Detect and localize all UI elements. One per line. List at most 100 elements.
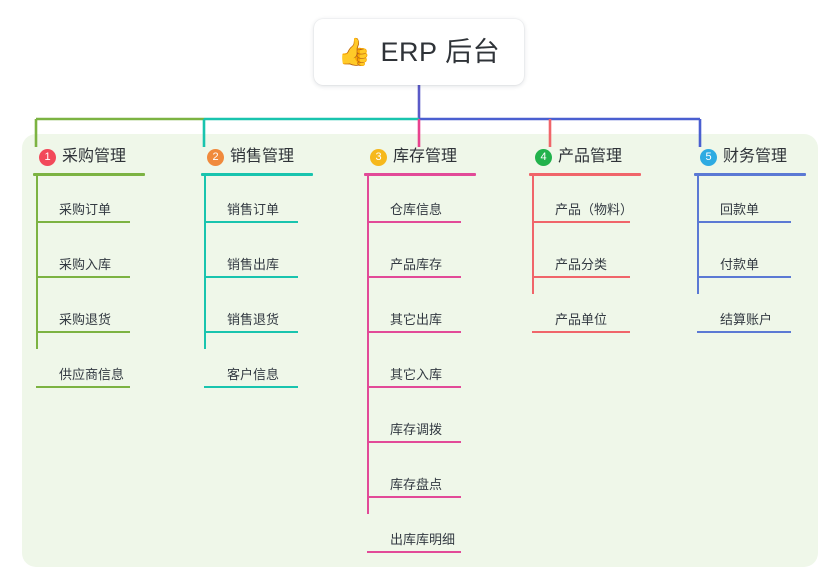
leaf-node-label: 付款单: [720, 257, 760, 272]
leaf-node-label: 结算账户: [720, 312, 773, 327]
branch-number-badge: 3: [370, 148, 387, 166]
branch-items-4: 产品（物料） 产品分类产品单位: [529, 176, 641, 341]
branches-panel: [22, 134, 818, 567]
leaf-node[interactable]: 采购入库: [33, 231, 145, 286]
branch-spine: [532, 176, 534, 294]
leaf-node-underline: [367, 331, 461, 333]
leaf-node[interactable]: 结算账户: [694, 286, 806, 341]
leaf-node[interactable]: 其它出库: [364, 286, 476, 341]
branch-spine: [204, 176, 206, 349]
leaf-node-underline: [367, 221, 461, 223]
leaf-node-underline: [204, 386, 298, 388]
leaf-node-label: 产品分类: [555, 257, 608, 272]
leaf-node-underline: [367, 496, 461, 498]
branch-number-badge: 2: [207, 148, 224, 166]
leaf-node-underline: [36, 276, 130, 278]
leaf-node-label: 其它出库: [390, 312, 443, 327]
leaf-node[interactable]: 出库库明细: [364, 506, 476, 561]
leaf-node-underline: [204, 276, 298, 278]
leaf-node-underline: [36, 331, 130, 333]
leaf-node-label: 回款单: [720, 202, 760, 217]
leaf-node-label: 产品单位: [555, 312, 608, 327]
branch-header-4[interactable]: 4 产品管理: [529, 146, 641, 168]
leaf-node-underline: [697, 221, 791, 223]
leaf-node-label: 出库库明细: [390, 532, 456, 547]
leaf-node-underline: [367, 551, 461, 553]
branch-title: 销售管理: [230, 148, 295, 165]
leaf-node-label: 采购退货: [59, 312, 112, 327]
leaf-node[interactable]: 库存调拨: [364, 396, 476, 451]
leaf-node-underline: [36, 386, 130, 388]
leaf-node-label: 库存调拨: [390, 422, 443, 437]
leaf-node-underline: [367, 386, 461, 388]
leaf-node-underline: [697, 331, 791, 333]
branch-items-2: 销售订单销售出库销售退货客户信息: [201, 176, 313, 396]
leaf-node[interactable]: 回款单: [694, 176, 806, 231]
leaf-node-underline: [532, 331, 630, 333]
leaf-node[interactable]: 销售出库: [201, 231, 313, 286]
leaf-node[interactable]: 产品库存: [364, 231, 476, 286]
branch-title: 产品管理: [558, 148, 623, 165]
root-node-card[interactable]: 👍 ERP 后台: [314, 19, 524, 85]
leaf-node-label: 客户信息: [227, 367, 280, 382]
leaf-node[interactable]: 产品分类: [529, 231, 641, 286]
branch-underline: [694, 173, 806, 176]
leaf-node[interactable]: 库存盘点: [364, 451, 476, 506]
branch-underline: [529, 173, 641, 176]
branch-header-2[interactable]: 2 销售管理: [201, 146, 313, 168]
leaf-node-label: 产品库存: [390, 257, 443, 272]
leaf-node-label: 产品（物料）: [555, 202, 634, 217]
leaf-node[interactable]: 其它入库: [364, 341, 476, 396]
leaf-node[interactable]: 销售订单: [201, 176, 313, 231]
branch-underline: [364, 173, 476, 176]
branch-number-badge: 1: [39, 148, 56, 166]
branch-title: 库存管理: [393, 148, 458, 165]
leaf-node[interactable]: 付款单: [694, 231, 806, 286]
branch-number-badge: 5: [700, 148, 717, 166]
leaf-node[interactable]: 采购退货: [33, 286, 145, 341]
branch-number-badge: 4: [535, 148, 552, 166]
leaf-node-underline: [367, 276, 461, 278]
leaf-node-underline: [367, 441, 461, 443]
branch-title: 采购管理: [62, 148, 127, 165]
branch-title: 财务管理: [723, 148, 788, 165]
branch-underline: [201, 173, 313, 176]
leaf-node-label: 供应商信息: [59, 367, 125, 382]
leaf-node[interactable]: 供应商信息: [33, 341, 145, 396]
leaf-node-underline: [532, 276, 630, 278]
branch-column-1[interactable]: 1 采购管理采购订单采购入库采购退货供应商信息: [33, 146, 145, 396]
branch-header-3[interactable]: 3 库存管理: [364, 146, 476, 168]
branch-spine: [697, 176, 699, 294]
branch-underline: [33, 173, 145, 176]
leaf-node-label: 采购订单: [59, 202, 112, 217]
branch-column-5[interactable]: 5 财务管理回款单付款单结算账户: [694, 146, 806, 341]
branch-header-5[interactable]: 5 财务管理: [694, 146, 806, 168]
branch-spine: [367, 176, 369, 514]
branch-items-5: 回款单付款单结算账户: [694, 176, 806, 341]
branch-header-1[interactable]: 1 采购管理: [33, 146, 145, 168]
leaf-node[interactable]: 客户信息: [201, 341, 313, 396]
thumbs-up-icon: 👍: [337, 36, 372, 67]
leaf-node[interactable]: 仓库信息: [364, 176, 476, 231]
leaf-node-label: 采购入库: [59, 257, 112, 272]
branch-column-3[interactable]: 3 库存管理仓库信息产品库存其它出库其它入库库存调拨库存盘点出库库明细: [364, 146, 476, 561]
leaf-node-underline: [204, 331, 298, 333]
branch-column-4[interactable]: 4 产品管理产品（物料） 产品分类产品单位: [529, 146, 641, 341]
leaf-node[interactable]: 产品（物料）: [529, 176, 641, 231]
leaf-node-label: 销售退货: [227, 312, 280, 327]
leaf-node-label: 销售订单: [227, 202, 280, 217]
leaf-node[interactable]: 产品单位: [529, 286, 641, 341]
leaf-node[interactable]: 采购订单: [33, 176, 145, 231]
leaf-node-underline: [532, 221, 630, 223]
branch-items-3: 仓库信息产品库存其它出库其它入库库存调拨库存盘点出库库明细: [364, 176, 476, 561]
leaf-node-label: 仓库信息: [390, 202, 443, 217]
leaf-node-label: 销售出库: [227, 257, 280, 272]
leaf-node[interactable]: 销售退货: [201, 286, 313, 341]
branch-column-2[interactable]: 2 销售管理销售订单销售出库销售退货客户信息: [201, 146, 313, 396]
leaf-node-underline: [36, 221, 130, 223]
leaf-node-underline: [697, 276, 791, 278]
branch-spine: [36, 176, 38, 349]
leaf-node-label: 库存盘点: [390, 477, 443, 492]
root-node-content: 👍 ERP 后台: [337, 36, 500, 67]
